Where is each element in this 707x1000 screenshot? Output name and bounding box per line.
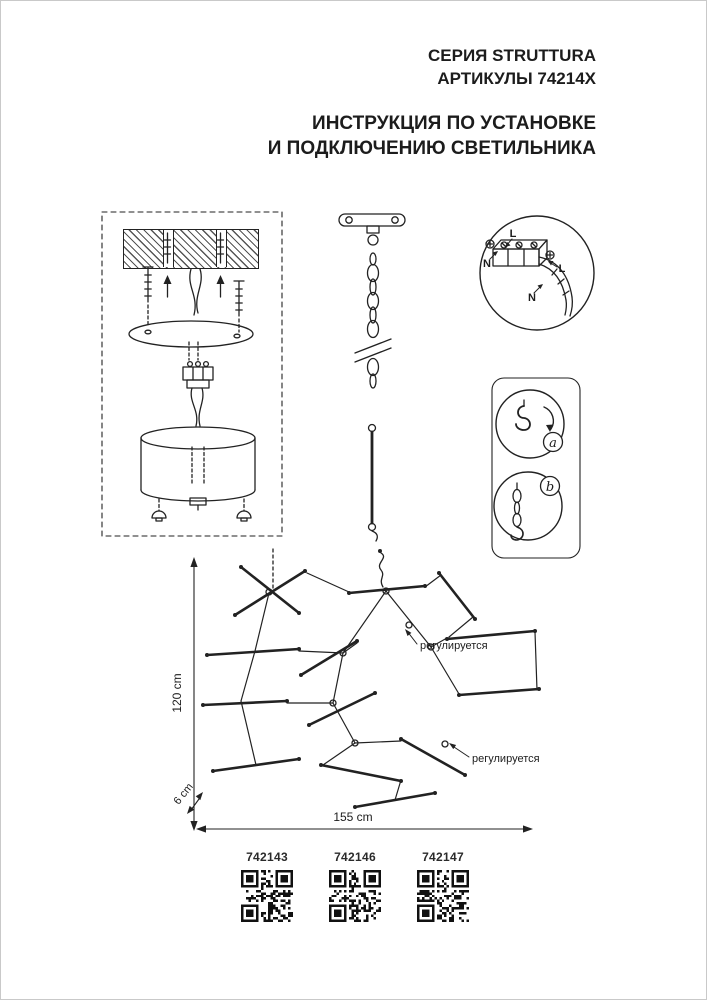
height-dimension-label: 120 cm (170, 673, 184, 712)
terminal-block (182, 341, 214, 427)
option-a-label: a (549, 436, 557, 451)
instruction-title-line2: И ПОДКЛЮЧЕНИЮ СВЕТИЛЬНИКА (267, 137, 596, 159)
qr-code-label-2: 742146 (334, 850, 376, 864)
frame-links (240, 572, 538, 801)
anchor-slot (216, 230, 227, 267)
canopy (140, 426, 256, 511)
hook-illustration (515, 399, 555, 432)
qr-code-label-1: 742143 (246, 850, 288, 864)
qr-code-label-3: 742147 (422, 850, 464, 864)
cap-nuts (151, 498, 252, 522)
chain-hook-illustration (510, 482, 524, 541)
articles-title: АРТИКУЛЫ 74214X (437, 68, 596, 88)
header: СЕРИЯ STRUTTURA АРТИКУЛЫ 74214X ИНСТРУКЦ… (268, 45, 596, 161)
mounting-screws (142, 266, 245, 339)
mounting-options-panel: a b (491, 377, 581, 559)
wiring-diagram-circle: L N L N (479, 215, 595, 331)
power-cord (378, 552, 385, 588)
qr-block-2: 742146 (329, 850, 381, 927)
ground-symbol (485, 239, 555, 260)
mounting-steps-box (101, 211, 283, 537)
wire-label-l-right: L (559, 263, 566, 275)
joint-hooks (265, 587, 449, 748)
ceiling-wires (189, 268, 202, 316)
adjustable-label-1: регулируется (420, 640, 488, 652)
depth-dimension-label: 6 cm (172, 781, 196, 807)
anchor-bolts (163, 232, 225, 264)
wire-label-arrows (489, 238, 558, 294)
wire-label-l-top: L (510, 228, 517, 240)
instruction-title-line1: ИНСТРУКЦИЯ ПО УСТАНОВКЕ (312, 112, 596, 134)
qr-code-image-3 (417, 870, 469, 922)
ceiling-plate (128, 320, 254, 348)
qr-block-3: 742147 (417, 850, 469, 927)
option-a-badge (542, 431, 564, 453)
series-title: СЕРИЯ STRUTTURA (428, 46, 596, 65)
adjustable-label-2: регулируется (472, 753, 540, 765)
qr-code-image-2 (329, 870, 381, 922)
chandelier-drawing: регулируется регулируется (201, 548, 541, 809)
dimension-height (190, 557, 198, 831)
terminal-block-closeup (492, 239, 548, 267)
wire-label-n-bottom: N (528, 292, 536, 304)
adjustable-leaders (405, 629, 470, 758)
option-b-label: b (546, 480, 554, 495)
suspension-rod (367, 423, 378, 542)
supply-cables (538, 256, 574, 317)
ceiling-hatch (123, 229, 259, 269)
qr-block-1: 742143 (241, 850, 293, 927)
qr-code-image-1 (241, 870, 293, 922)
ceiling-bracket-top-view (338, 213, 406, 246)
dimension-width (196, 825, 533, 833)
option-a-circle (495, 389, 565, 459)
chain (354, 252, 392, 389)
dimension-depth (187, 792, 203, 814)
push-up-arrows (163, 275, 225, 298)
option-b-badge (539, 475, 561, 497)
anchor-slot (163, 230, 174, 267)
wire-label-n-left: N (483, 258, 491, 270)
width-dimension-label: 155 cm (333, 810, 372, 824)
option-b-circle (493, 471, 563, 541)
